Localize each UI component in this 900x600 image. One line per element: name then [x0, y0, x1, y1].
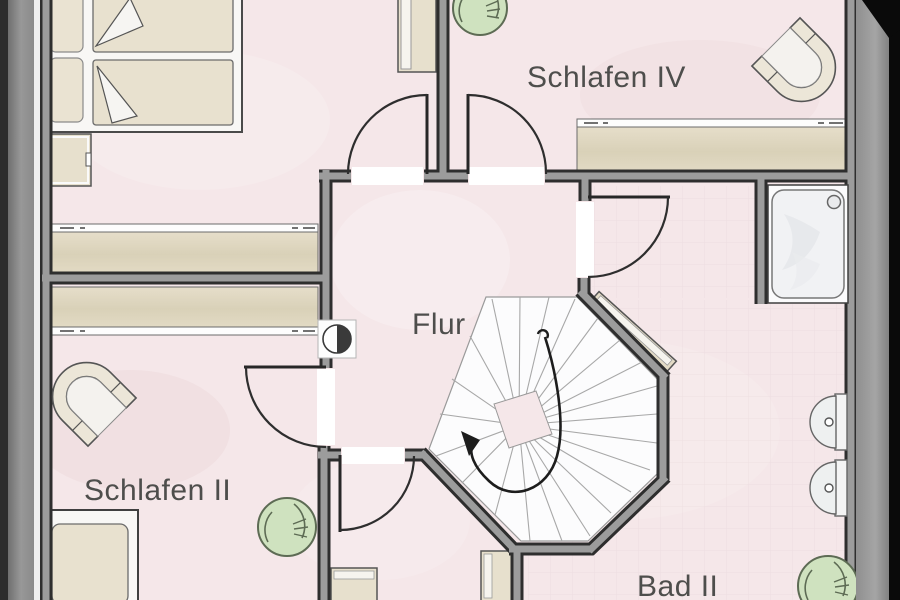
knee-wall — [51, 231, 319, 274]
washbasin-icon — [809, 459, 848, 517]
door-openings — [317, 167, 594, 464]
border-left-dark — [0, 0, 8, 600]
door-schlafen-ii — [244, 365, 327, 449]
double-bed-icon — [43, 0, 243, 133]
roof-edge-line — [51, 326, 319, 336]
wardrobe-icon — [397, 0, 437, 73]
room-labels: Schlafen IV Flur Schlafen II Bad II — [84, 61, 718, 600]
room-label-flur: Flur — [412, 308, 466, 341]
walking-line-arrow — [461, 329, 562, 494]
room-label-bad-ii: Bad II — [637, 570, 718, 600]
roof-edge-ticks — [60, 122, 843, 332]
plant-icon — [452, 0, 508, 36]
roof-edge-line — [576, 118, 849, 128]
armchair-icon — [750, 16, 837, 103]
plant-icon — [257, 497, 317, 557]
door-bedroom-top-left — [346, 93, 429, 175]
staircase — [428, 296, 660, 542]
knee-wall-strips — [51, 118, 849, 336]
shower-icon — [767, 184, 849, 304]
room-label-schlafen-ii: Schlafen II — [84, 474, 231, 507]
roof-edge-line — [51, 223, 319, 233]
armchair-icon — [51, 361, 138, 448]
border-corner-wedge — [862, 0, 900, 38]
door-swings — [244, 93, 670, 532]
border-left-white-line — [34, 0, 40, 600]
border-left-gray — [8, 0, 34, 600]
door-schlafen-iv — [466, 93, 548, 175]
wall-lamp-icon — [317, 319, 357, 359]
door-bad-ii — [587, 195, 670, 279]
room-label-schlafen-iv: Schlafen IV — [527, 61, 686, 94]
wall-layer — [39, 0, 858, 600]
knee-wall — [576, 126, 849, 173]
stair-well-void — [493, 390, 553, 449]
wardrobe-icon — [330, 567, 378, 600]
border-right-gray — [856, 0, 891, 600]
knee-wall — [51, 286, 319, 328]
single-bed-icon — [39, 509, 139, 600]
washbasin-icon — [809, 393, 848, 451]
border-right-black — [889, 0, 900, 600]
wardrobe-icon — [480, 550, 513, 600]
door-closet — [338, 455, 416, 532]
